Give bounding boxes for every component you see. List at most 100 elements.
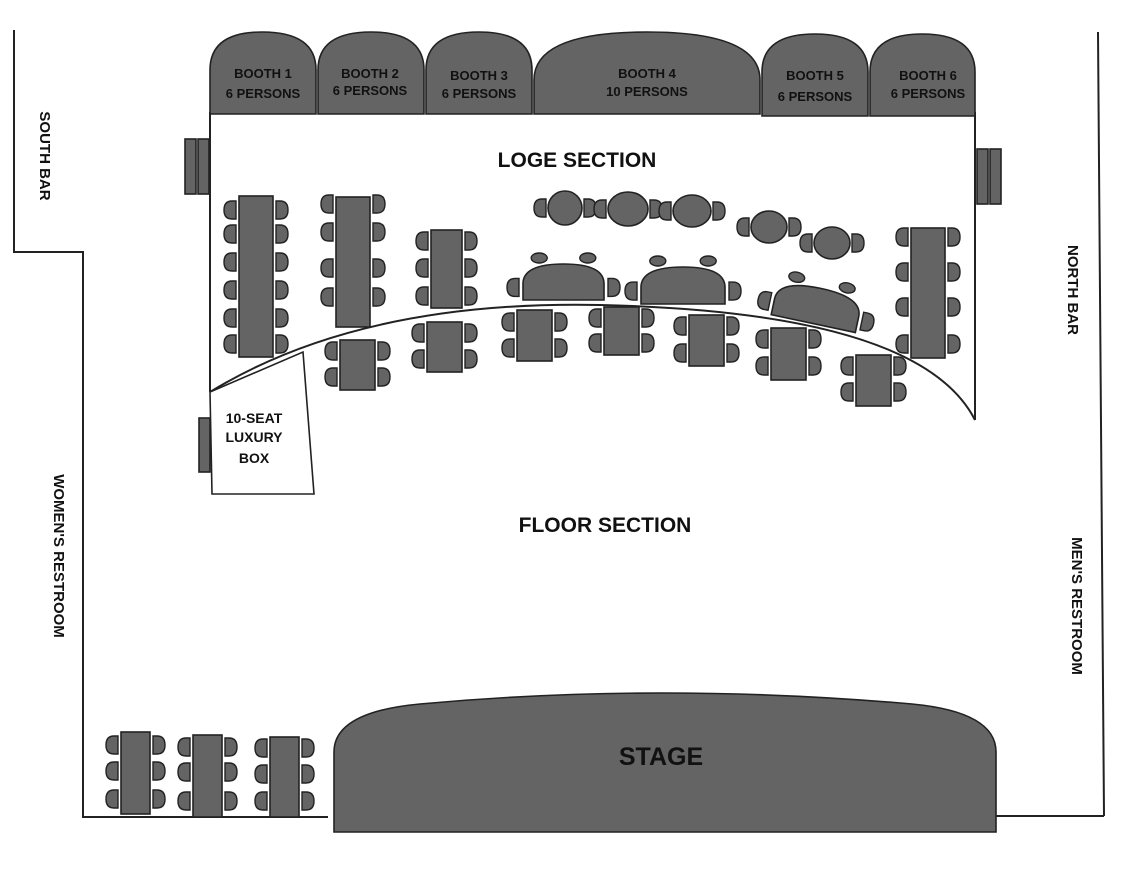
loge-table-3[interactable] <box>415 229 478 309</box>
chair <box>377 367 391 387</box>
floor-table-1[interactable] <box>105 731 166 815</box>
chair <box>895 297 909 317</box>
luxury-box-line-1: 10-SEAT <box>226 410 283 426</box>
chair <box>301 764 315 784</box>
booth-5-name: BOOTH 5 <box>786 68 844 83</box>
round-table-3[interactable] <box>658 194 726 228</box>
booth-1-capacity: 6 PERSONS <box>226 86 301 101</box>
table-top <box>547 190 583 226</box>
chair <box>324 341 338 361</box>
booth-2[interactable]: BOOTH 2 6 PERSONS <box>317 31 425 115</box>
tables-layer <box>105 190 961 818</box>
chair <box>177 737 191 757</box>
chair <box>223 252 237 272</box>
chair <box>411 323 425 343</box>
chair <box>254 738 268 758</box>
loge-table-front-3[interactable] <box>501 309 568 362</box>
loge-table-front-4[interactable] <box>588 306 655 356</box>
chair <box>755 356 769 376</box>
chair <box>223 308 237 328</box>
chair <box>838 282 856 294</box>
booth-4[interactable]: BOOTH 4 10 PERSONS <box>533 31 761 115</box>
chair <box>699 255 717 267</box>
booth-3[interactable]: BOOTH 3 6 PERSONS <box>425 31 533 115</box>
chair <box>275 308 289 328</box>
loge-long-table-2[interactable] <box>320 194 386 328</box>
chair <box>372 194 386 214</box>
chair <box>320 258 334 278</box>
womens-restroom-label: WOMEN'S RESTROOM <box>50 474 67 638</box>
chair <box>464 258 478 278</box>
booth-6[interactable]: BOOTH 6 6 PERSONS <box>869 33 976 117</box>
floor-table-2[interactable] <box>177 734 238 818</box>
booth-1[interactable]: BOOTH 1 6 PERSONS <box>209 31 317 115</box>
half-moon-table-3[interactable] <box>756 265 881 336</box>
round-table-5[interactable] <box>799 226 865 260</box>
chair <box>177 791 191 811</box>
chair <box>895 334 909 354</box>
loge-long-table-1[interactable] <box>223 195 289 358</box>
stage: STAGE <box>333 692 997 833</box>
table-top <box>672 194 712 228</box>
table-top <box>750 210 788 244</box>
floor-table-3[interactable] <box>254 736 315 818</box>
booth-3-name: BOOTH 3 <box>450 68 508 83</box>
booth-6-name: BOOTH 6 <box>899 68 957 83</box>
loge-section-area <box>209 112 976 421</box>
chair <box>641 333 655 353</box>
table-top <box>238 195 274 358</box>
chair <box>554 338 568 358</box>
chair <box>808 329 822 349</box>
table-top <box>813 226 851 260</box>
luxury-box[interactable]: 10-SEAT LUXURY BOX <box>198 350 315 495</box>
round-table-2[interactable] <box>593 191 663 227</box>
chair <box>755 329 769 349</box>
half-moon-table-1[interactable] <box>506 252 621 301</box>
chair <box>673 343 687 363</box>
loge-table-front-2[interactable] <box>411 321 478 373</box>
booth-5-capacity: 6 PERSONS <box>778 89 853 104</box>
chair <box>726 343 740 363</box>
table-top <box>335 196 371 328</box>
chair <box>799 233 813 253</box>
chair <box>415 231 429 251</box>
chair <box>895 262 909 282</box>
table-top <box>522 263 605 301</box>
chair <box>177 762 191 782</box>
loge-table-front-6[interactable] <box>755 327 822 381</box>
chair <box>840 382 854 402</box>
chair <box>728 281 742 301</box>
booth-4-capacity: 10 PERSONS <box>606 84 688 99</box>
chair <box>105 761 119 781</box>
chair <box>223 280 237 300</box>
chair <box>579 252 597 264</box>
booth-5[interactable]: BOOTH 5 6 PERSONS <box>761 33 869 117</box>
loge-table-front-5[interactable] <box>673 314 740 367</box>
chair <box>105 789 119 809</box>
chair <box>415 286 429 306</box>
chair <box>224 737 238 757</box>
chair <box>275 252 289 272</box>
table-top <box>339 339 376 391</box>
booth-4-name: BOOTH 4 <box>618 66 677 81</box>
chair <box>501 312 515 332</box>
table-top <box>770 284 860 334</box>
half-moon-table-2[interactable] <box>624 255 742 305</box>
loge-long-table-right[interactable] <box>895 227 961 359</box>
loge-table-front-1[interactable] <box>324 339 391 391</box>
chair <box>788 271 806 284</box>
round-table-4[interactable] <box>736 210 802 244</box>
chair <box>275 334 289 354</box>
booth-3-capacity: 6 PERSONS <box>442 86 517 101</box>
chair <box>152 789 166 809</box>
loge-table-front-7[interactable] <box>840 354 907 407</box>
chair <box>223 224 237 244</box>
round-table-1[interactable] <box>533 190 597 226</box>
chair <box>275 280 289 300</box>
chair <box>301 738 315 758</box>
chair <box>757 290 773 312</box>
table-top <box>516 309 553 362</box>
booth-6-capacity: 6 PERSONS <box>891 86 966 101</box>
chair <box>506 277 520 298</box>
